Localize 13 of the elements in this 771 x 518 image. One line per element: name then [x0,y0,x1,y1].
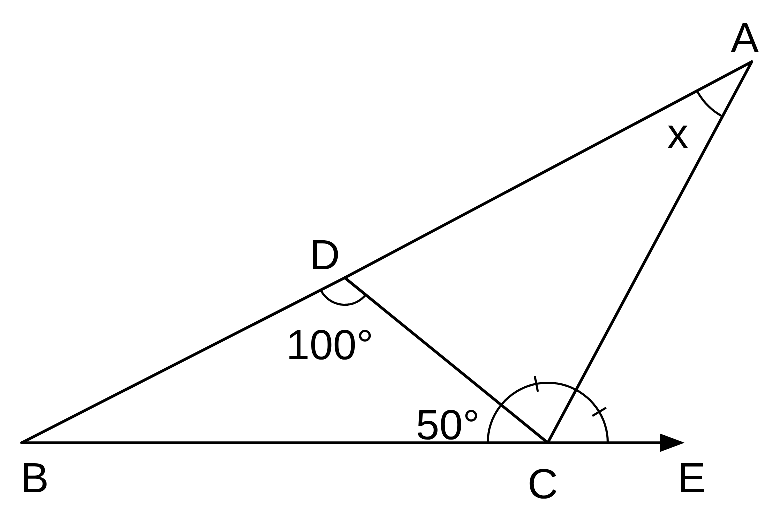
line-segment [546,60,754,444]
line-segment [20,442,550,444]
point-label: D [313,240,338,270]
angle-label: 100° [290,330,372,360]
point-label: C [530,469,557,499]
line-segment [344,276,550,444]
line-segment [344,60,754,280]
angle-label: 50° [418,410,478,440]
point-label: B [24,463,47,492]
point-label: A [731,23,759,52]
point-label: E [681,463,704,492]
line-segment [20,276,346,444]
angle-label: x [668,126,688,148]
